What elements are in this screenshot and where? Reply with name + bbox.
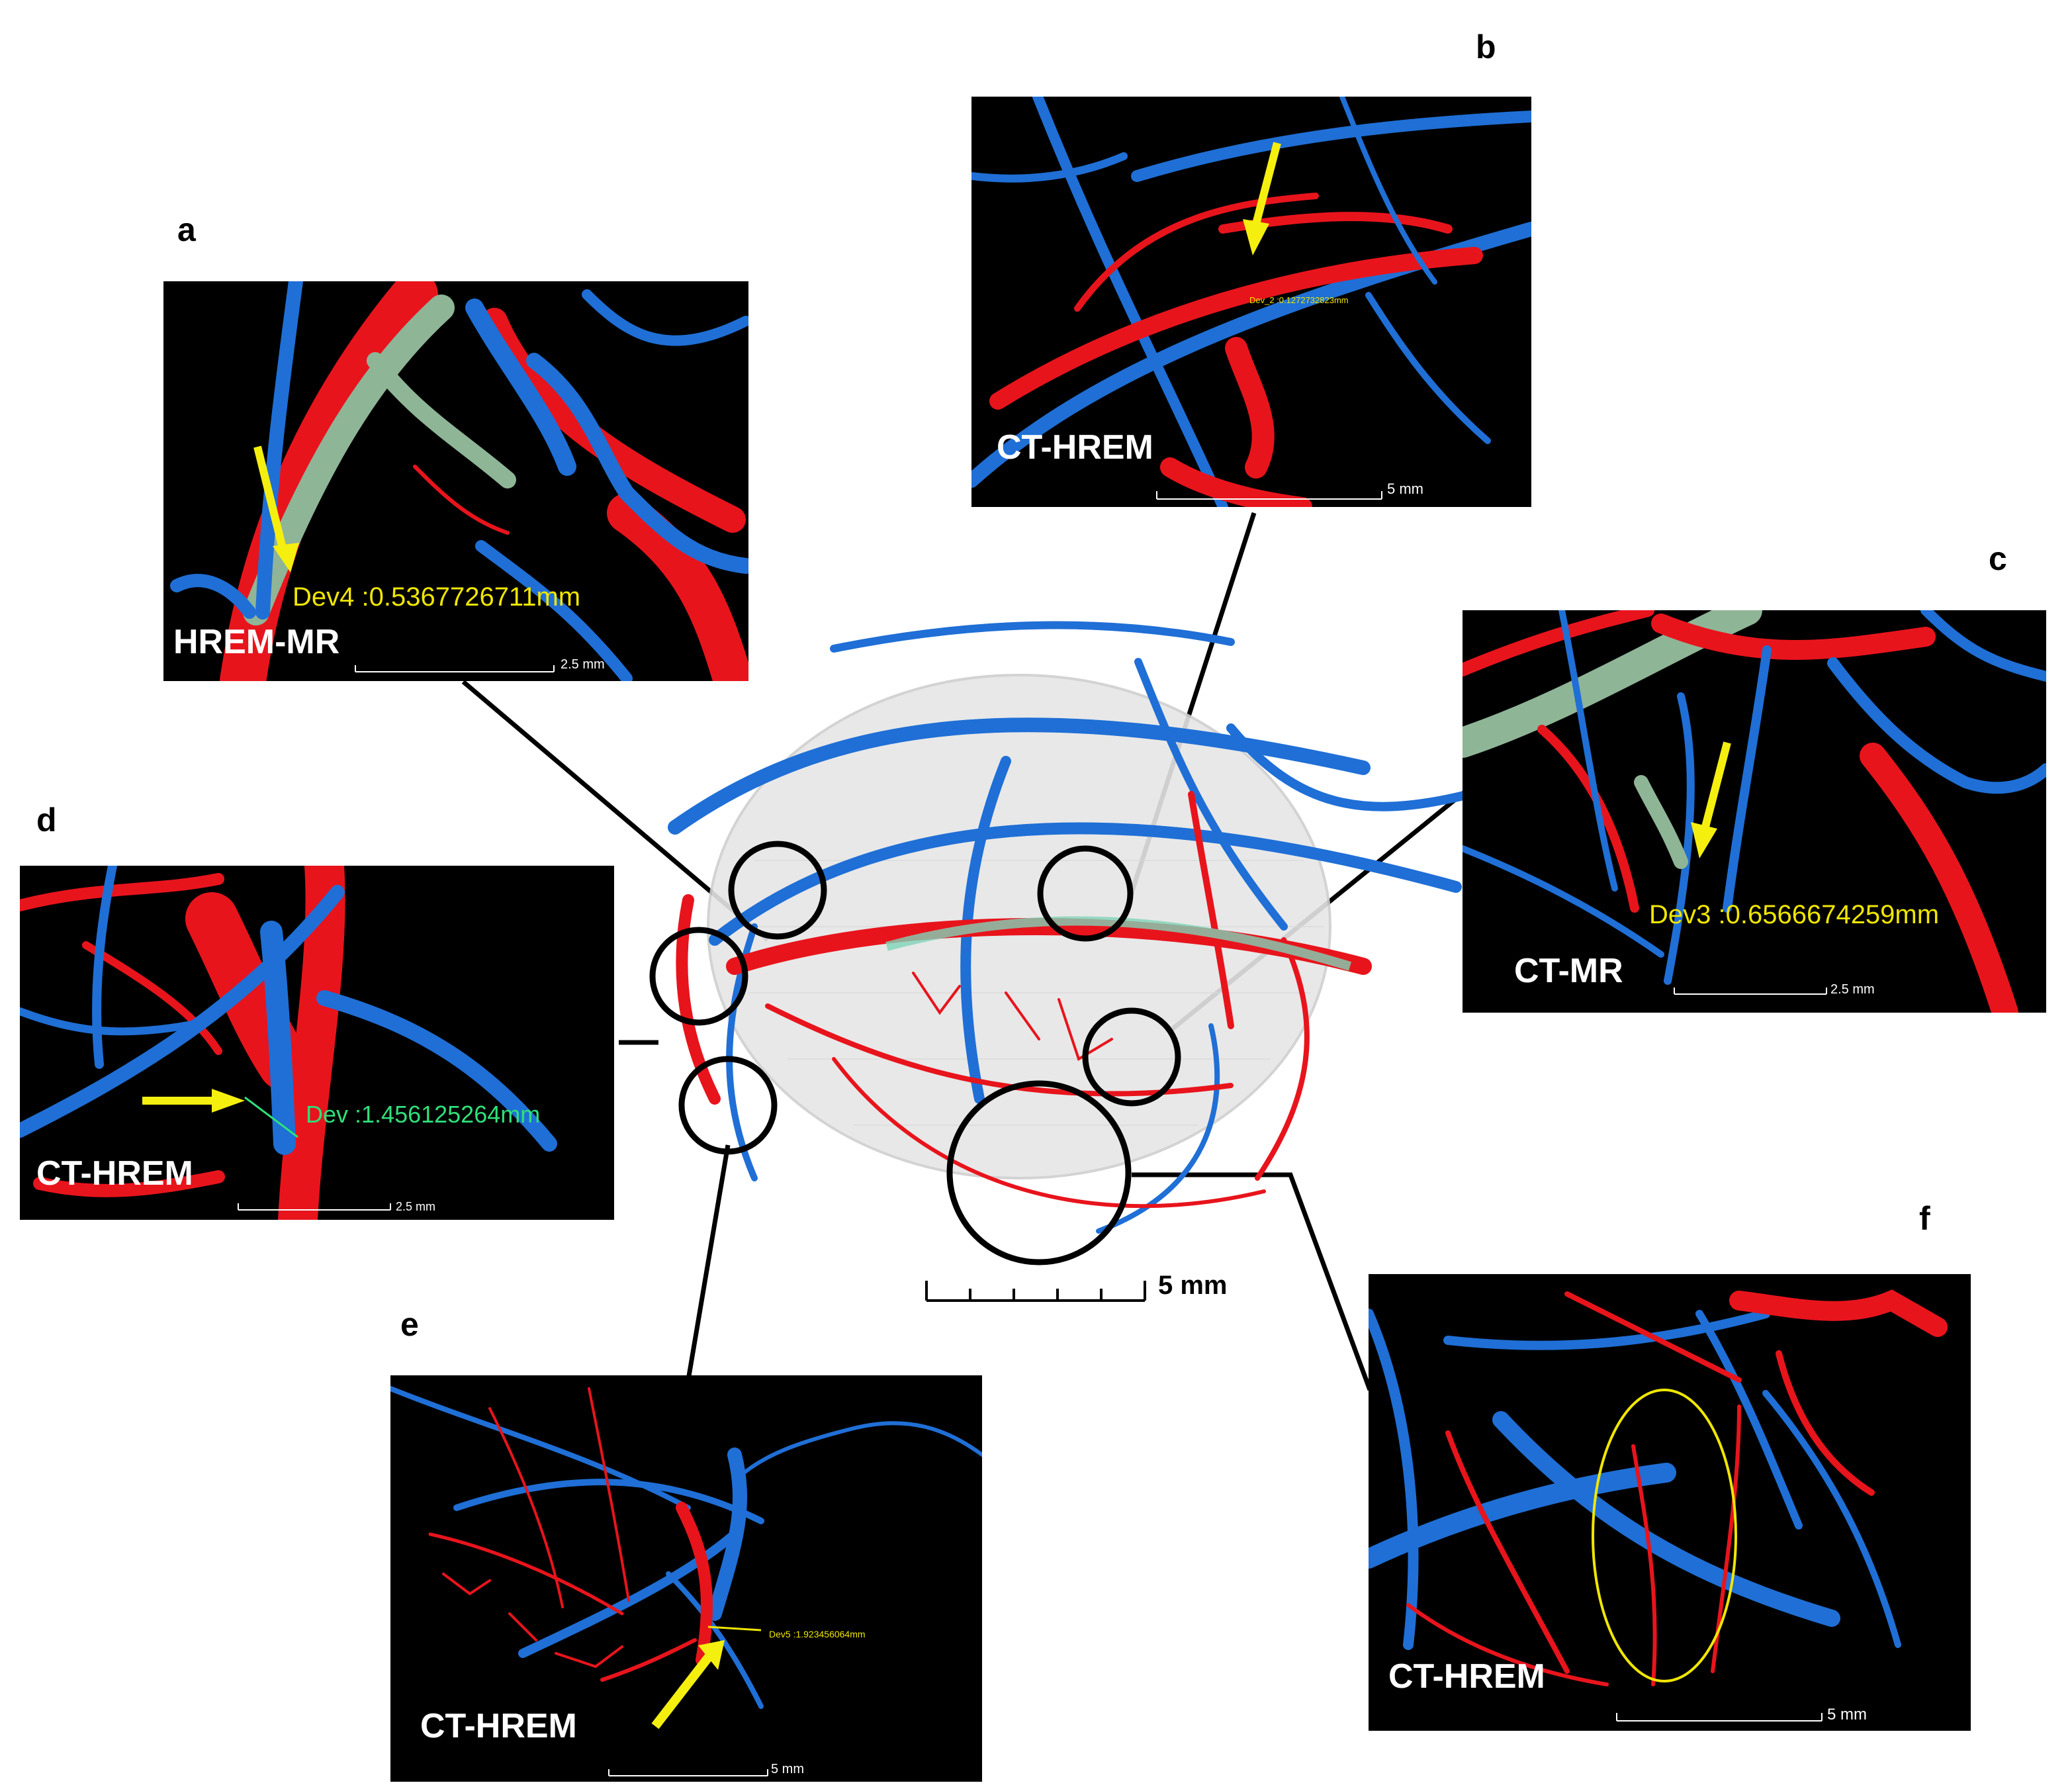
panel-e: Dev5 :1.923456064mm CT-HREM 5 mm	[390, 1375, 982, 1782]
central-circles	[649, 841, 1181, 1265]
panel-d-render	[20, 866, 557, 1220]
panel-e-letter: e	[400, 1306, 419, 1343]
panel-a-deviation: Dev4 :0.5367726711mm	[293, 582, 581, 612]
panel-f: CT-HREM 5 mm	[1369, 1274, 1971, 1731]
panel-e-modality: CT-HREM	[420, 1707, 577, 1745]
panel-c-scale-label: 2.5 mm	[1830, 982, 1875, 997]
panel-e-render	[390, 1386, 982, 1776]
panel-c-modality: CT-MR	[1514, 952, 1623, 990]
panel-b-arrow	[1251, 142, 1281, 230]
central-overlap-vessel	[885, 916, 1352, 971]
panel-f-scale-label: 5 mm	[1827, 1706, 1867, 1723]
panel-c: Dev3 :0.6566674259mm CT-MR 2.5 mm	[1463, 610, 2046, 1013]
panel-b-letter: b	[1476, 28, 1496, 66]
panel-c-letter: c	[1989, 540, 2007, 577]
panel-a-render	[170, 281, 748, 681]
centre-scale-label: 5 mm	[1158, 1271, 1228, 1300]
panel-a-letter: a	[177, 211, 196, 248]
connector-e	[686, 1144, 731, 1381]
panel-f-letter: f	[1919, 1200, 1930, 1237]
panel-c-arrow	[1700, 741, 1731, 833]
panel-b-scale-label: 5 mm	[1387, 481, 1423, 497]
panel-d-modality: CT-HREM	[36, 1154, 193, 1193]
panel-a-modality: HREM-MR	[173, 623, 340, 661]
panel-e-arrow	[651, 1650, 715, 1729]
panel-b: Dev_2 :0.1272732823mm CT-HREM 5 mm	[971, 97, 1531, 507]
panel-b-modality: CT-HREM	[997, 428, 1153, 467]
panel-f-render	[1369, 1289, 1948, 1722]
panel-d: Dev :1.456125264mm CT-HREM 2.5 mm	[20, 866, 614, 1220]
panel-a: Dev4 :0.5367726711mm HREM-MR 2.5 mm	[163, 281, 748, 681]
panel-e-deviation: Dev5 :1.923456064mm	[769, 1629, 866, 1639]
panel-b-deviation: Dev_2 :0.1272732823mm	[1249, 295, 1349, 305]
panel-f-modality: CT-HREM	[1388, 1657, 1545, 1696]
panel-c-render	[1463, 610, 2046, 1013]
central-reconstruction	[649, 621, 1474, 1265]
panel-a-arrow	[253, 445, 289, 557]
centre-scale-bar	[925, 1281, 1146, 1302]
panel-c-deviation: Dev3 :0.6566674259mm	[1649, 900, 1940, 929]
panel-b-render	[971, 97, 1531, 507]
panel-d-deviation: Dev :1.456125264mm	[306, 1101, 541, 1128]
panel-d-letter: d	[36, 802, 57, 839]
panel-a-scale-label: 2.5 mm	[561, 657, 605, 672]
panel-e-scale-label: 5 mm	[771, 1762, 804, 1776]
panel-d-scale-label: 2.5 mm	[396, 1200, 436, 1213]
panel-f-highlight-ellipse	[1592, 1389, 1737, 1682]
